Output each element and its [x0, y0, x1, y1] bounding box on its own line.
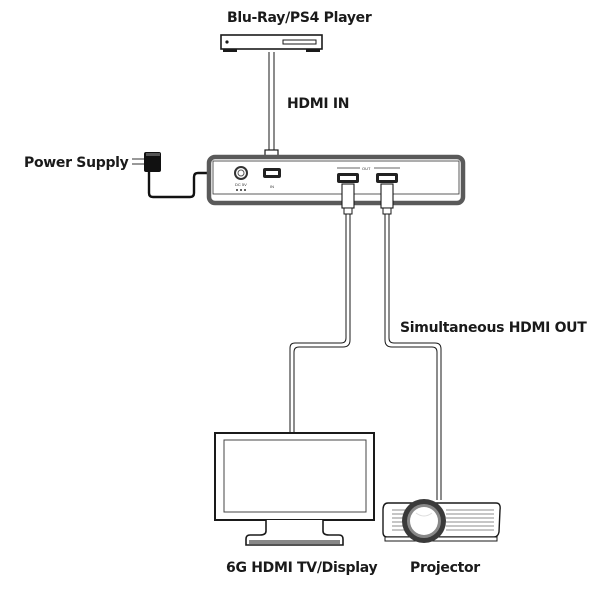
in-port-label: IN [270, 184, 274, 189]
hdmi-out-port-2 [376, 173, 398, 183]
power-adapter-icon [132, 152, 238, 199]
dc-power-port: DC 5V [234, 166, 248, 191]
label-hdmi-in: HDMI IN [287, 96, 349, 112]
projector-icon [382, 499, 501, 543]
dc-5v-label: DC 5V [235, 182, 247, 187]
hdmi-in-cable [264, 52, 279, 169]
hdmi-out-cable-1 [289, 183, 355, 432]
hdmi-out-cable-2 [380, 183, 442, 500]
label-source: Blu-Ray/PS4 Player [227, 10, 372, 26]
label-hdmi-out: Simultaneous HDMI OUT [400, 320, 587, 336]
hdmi-in-port: IN [263, 168, 281, 189]
tv-display-icon [214, 432, 375, 546]
hdmi-out-port-1 [337, 173, 359, 183]
label-power-supply: Power Supply [24, 155, 129, 171]
blu-ray-player-icon [220, 34, 323, 52]
out-group-label: OUT [362, 166, 371, 171]
label-display: 6G HDMI TV/Display [226, 560, 377, 576]
label-projector: Projector [410, 560, 480, 576]
hdmi-splitter-device: DC 5V IN OUT [206, 154, 466, 206]
